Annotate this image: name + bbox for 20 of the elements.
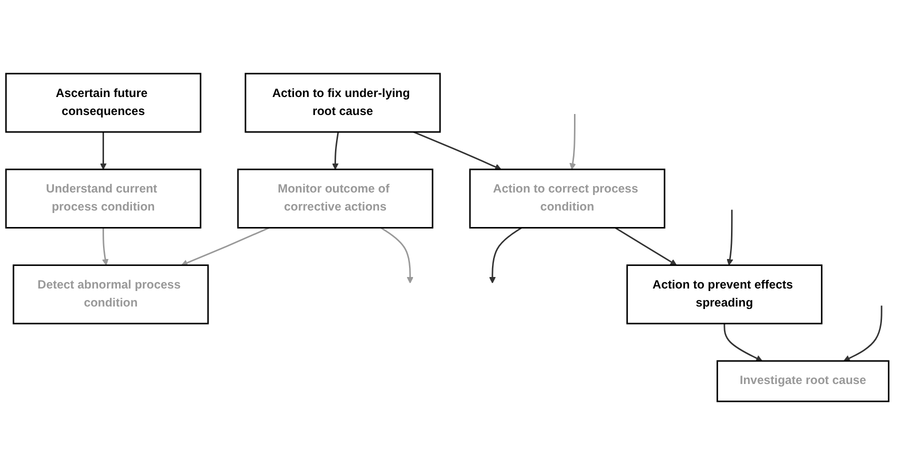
- process-box: Understand current process condition: [5, 168, 202, 229]
- arrow: [614, 227, 677, 266]
- arrow: [569, 114, 576, 170]
- process-box: Detect abnormal process condition: [12, 264, 209, 324]
- process-box: Action to fix under-lying root cause: [244, 72, 441, 133]
- process-box: Monitor outcome of corrective actions: [237, 168, 434, 229]
- arrow: [843, 306, 882, 362]
- arrow: [100, 132, 107, 170]
- process-box: Investigate root cause: [716, 360, 890, 402]
- process-box: Ascertain future consequences: [5, 72, 202, 133]
- process-box: Action to prevent effects spreading: [626, 264, 822, 324]
- arrow: [380, 227, 414, 284]
- arrow: [181, 227, 270, 266]
- arrow: [724, 324, 762, 362]
- arrow: [102, 228, 109, 266]
- arrow: [489, 227, 522, 284]
- arrow: [726, 210, 734, 266]
- arrow: [332, 132, 339, 170]
- process-box: Action to correct process condition: [469, 168, 666, 229]
- arrow: [413, 131, 502, 170]
